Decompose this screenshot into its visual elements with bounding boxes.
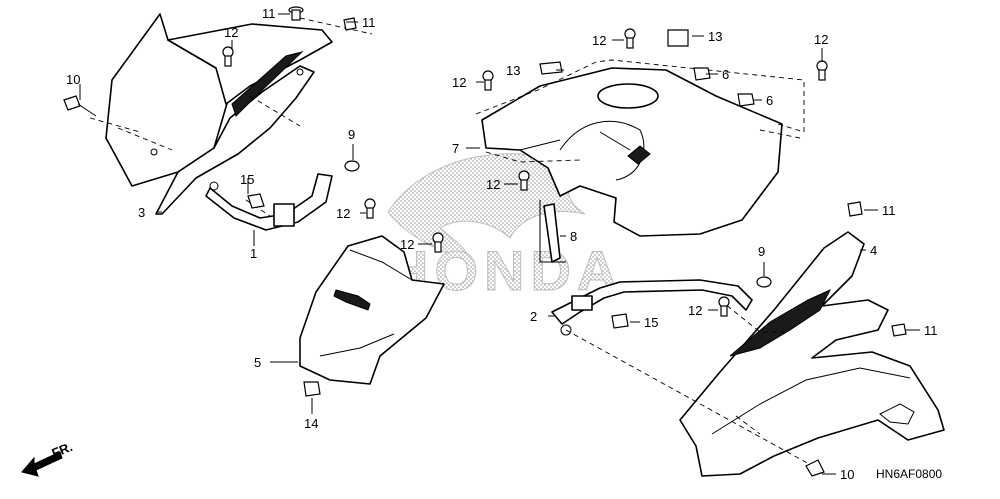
callout-15: 15	[240, 172, 254, 187]
callout-12: 12	[592, 33, 606, 48]
part-3-windscreen[interactable]	[105, 13, 333, 215]
clip-12-e	[364, 198, 376, 219]
callout-6: 6	[722, 67, 729, 82]
screw-11-b	[343, 17, 357, 31]
callout-12: 12	[814, 32, 828, 47]
callout-2: 2	[530, 309, 537, 324]
callout-10: 10	[840, 467, 854, 482]
callout-1: 1	[250, 246, 257, 261]
clip-13-b	[539, 61, 563, 75]
callout-15: 15	[644, 315, 658, 330]
clip-12-a	[222, 46, 234, 67]
callout-4: 4	[870, 243, 877, 258]
callout-11: 11	[262, 6, 276, 21]
part-1-stay[interactable]	[205, 173, 333, 231]
part-8-strip[interactable]	[539, 200, 566, 263]
part-7-tank-cover[interactable]	[481, 67, 783, 237]
part-4-front-fender[interactable]	[679, 231, 945, 477]
callout-12: 12	[452, 75, 466, 90]
callout-10: 10	[66, 72, 80, 87]
bolt-15-b	[611, 313, 629, 329]
callout-11: 11	[882, 203, 896, 218]
grommet-9-b	[756, 276, 772, 288]
nut-14	[303, 381, 321, 397]
callout-12: 12	[336, 206, 350, 221]
screw-11-d	[891, 323, 907, 337]
callout-13: 13	[708, 29, 722, 44]
bolt-10-right	[805, 459, 825, 477]
clip-12-d	[816, 60, 828, 81]
clip-12-c	[624, 28, 636, 49]
callout-3: 3	[138, 205, 145, 220]
callout-6: 6	[766, 93, 773, 108]
front-direction-label: FR.	[50, 439, 75, 461]
callout-11: 11	[924, 323, 938, 338]
callout-11: 11	[362, 15, 376, 30]
fasteners	[63, 6, 907, 477]
callout-13: 13	[506, 63, 520, 78]
callout-9: 9	[758, 244, 765, 259]
nut-6-b	[737, 93, 755, 107]
callout-12: 12	[400, 237, 414, 252]
clip-12-b	[482, 70, 494, 91]
callout-12: 12	[688, 303, 702, 318]
leader-lines	[79, 13, 920, 475]
callout-5: 5	[254, 355, 261, 370]
clip-12-f	[518, 170, 530, 191]
callout-12: 12	[224, 25, 238, 40]
callout-12: 12	[486, 177, 500, 192]
callout-8: 8	[570, 229, 577, 244]
callout-9: 9	[348, 127, 355, 142]
part-5-front-cowl[interactable]	[299, 235, 445, 385]
screw-11-a	[288, 6, 304, 21]
front-direction-indicator: FR.	[21, 439, 75, 477]
diagram-code: HN6AF0800	[876, 467, 942, 481]
bolt-15-a	[247, 193, 265, 209]
screw-11-c	[847, 201, 863, 217]
bolt-10-left	[63, 95, 97, 117]
callouts: 10 11 11 12 12 12 13 13 6 6 12 7 9 15 3 …	[66, 6, 938, 482]
callout-14: 14	[304, 416, 318, 431]
grommet-9-a	[344, 160, 360, 172]
front-arrow-icon	[21, 451, 63, 477]
nut-6-a	[693, 67, 711, 81]
clip-13-a	[667, 29, 689, 47]
part-2-stay[interactable]	[551, 279, 753, 336]
clip-12-h	[718, 296, 730, 317]
clip-12-g	[432, 232, 444, 253]
callout-7: 7	[452, 141, 459, 156]
